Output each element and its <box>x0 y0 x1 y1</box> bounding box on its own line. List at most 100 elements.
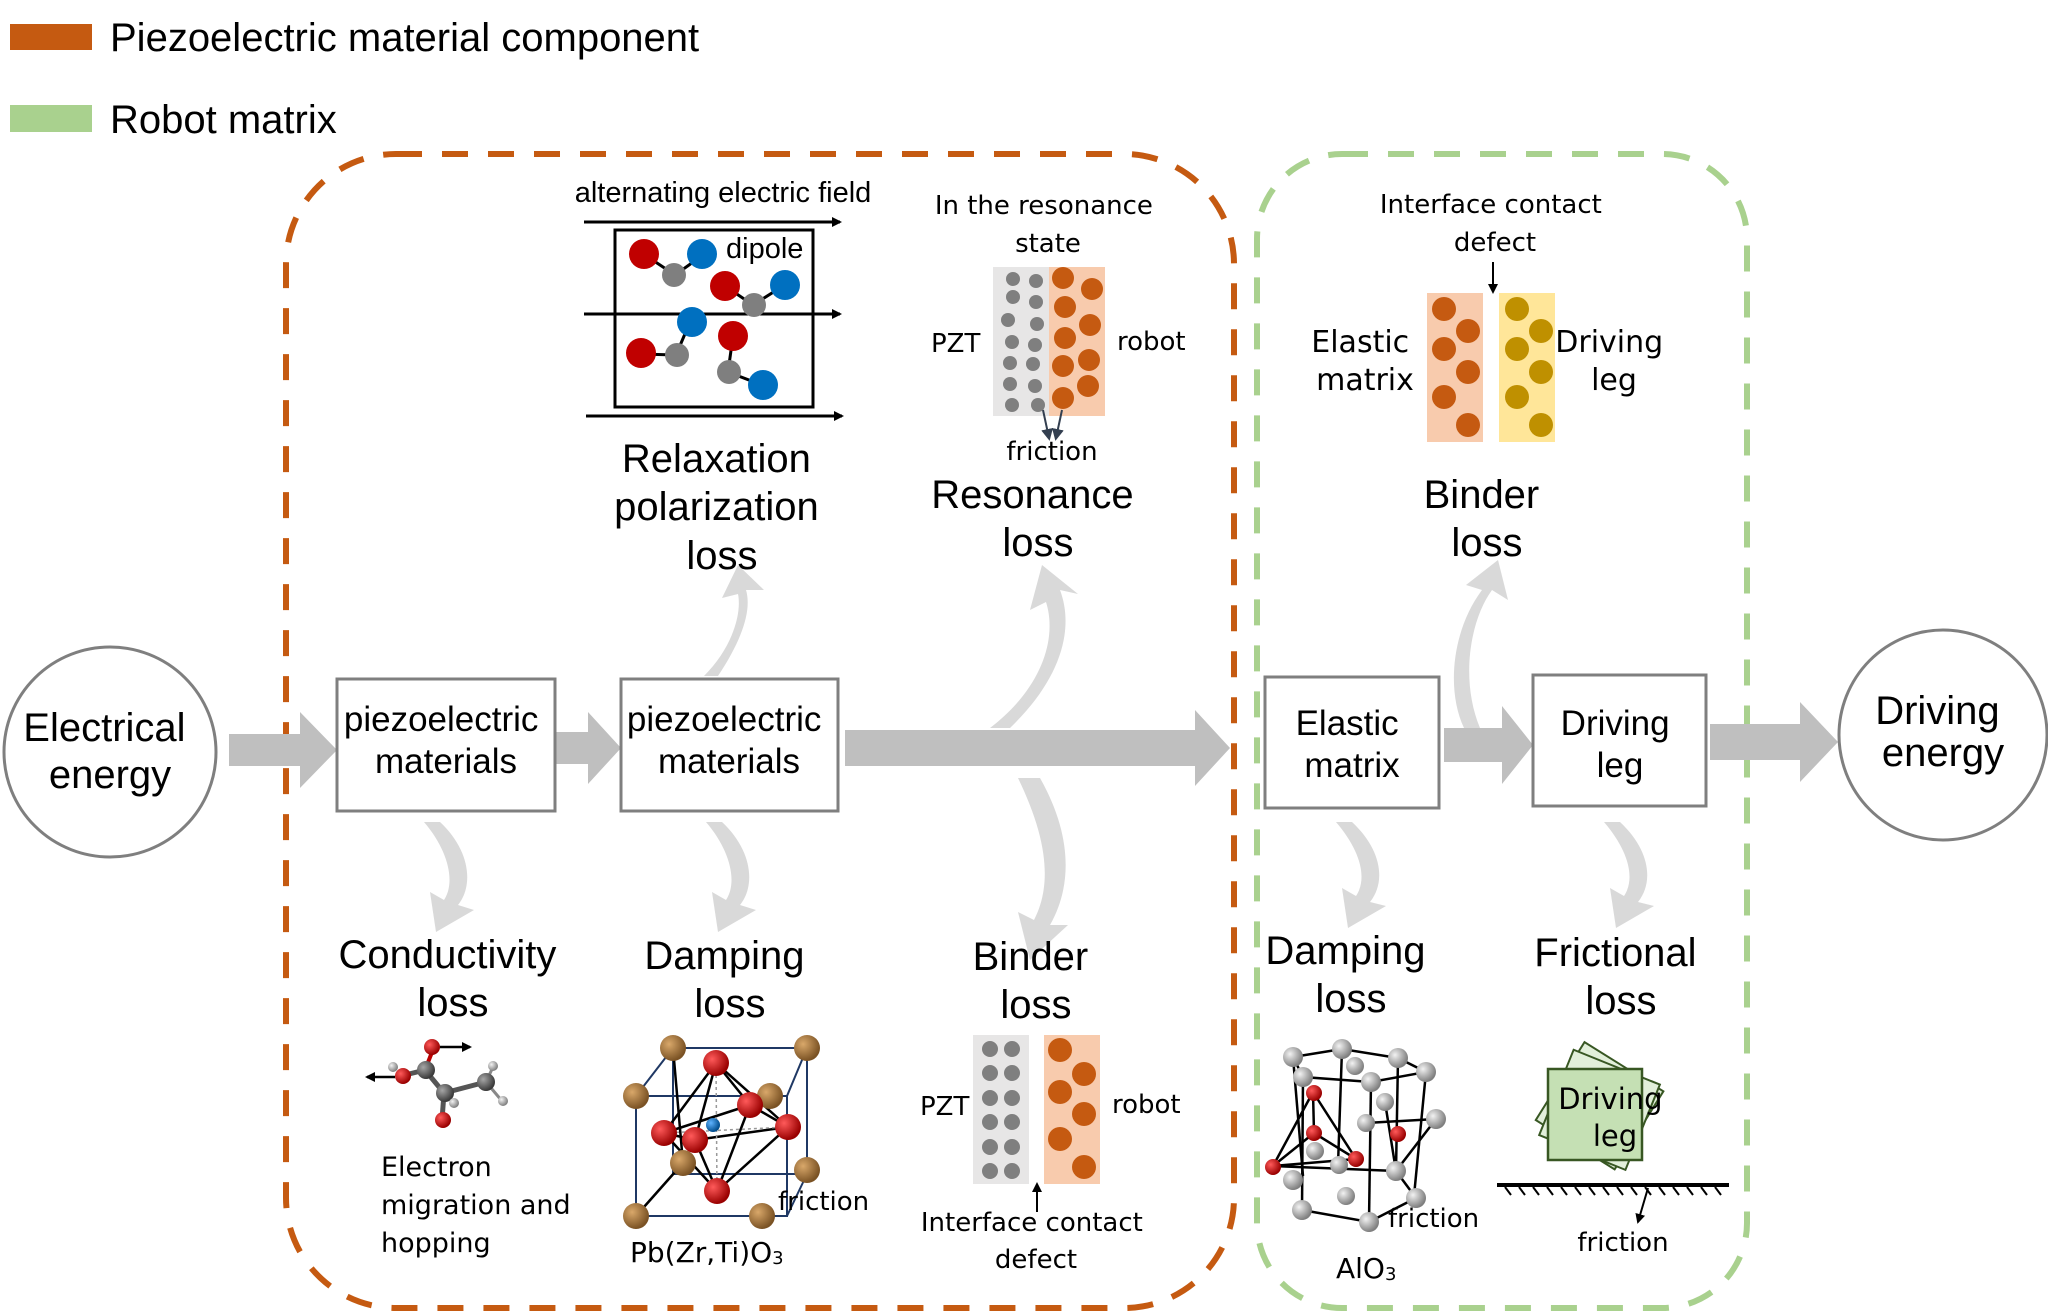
driving-leg-box <box>1531 673 1708 808</box>
dipole-atom-gray <box>662 263 686 287</box>
driving-energy-ellipse <box>1837 628 2048 842</box>
binder-bottom-pzt-panel <box>973 1035 1029 1184</box>
resonance-loss-title: Resonance loss <box>931 473 1145 565</box>
dipole-atom-gray <box>665 343 689 367</box>
frictional-loss-title: Frictional loss <box>1534 931 1707 1023</box>
al-atoms <box>1283 1039 1446 1232</box>
binder-bottom-pzt-label: PZT <box>920 1092 969 1122</box>
dipole-atom-gray <box>742 293 766 317</box>
loss-arrow-conductivity <box>424 822 474 932</box>
electrical-energy-label: Electrical energy <box>23 706 196 797</box>
flow-arrow-2 <box>556 712 621 784</box>
electrical-energy-ellipse <box>2 645 218 859</box>
loss-arrow-binder-top <box>1453 560 1508 728</box>
piezo-materials-1-label: piezoelectric materials <box>344 700 548 781</box>
resonance-pzt-label: PZT <box>931 329 980 359</box>
loss-arrow-damping-robot <box>1336 822 1386 928</box>
frictional-friction-label: friction <box>1577 1228 1668 1258</box>
node-driving-leg: Driving leg <box>1531 673 1708 808</box>
dipole-atom-red <box>626 338 656 368</box>
legend-item-piezo: Piezoelectric material component <box>10 16 699 60</box>
node-elastic-matrix: Elastic matrix <box>1263 675 1441 810</box>
binder-top-group: Interface contact defect Elastic matrix … <box>1311 190 1672 565</box>
dipole-atom-blue <box>770 270 800 300</box>
dipole-box <box>613 228 815 409</box>
flow-arrow-5 <box>1710 702 1838 782</box>
binder-top-leg-particles <box>1505 297 1553 437</box>
conductivity-loss-group: Conductivity loss Electron mi <box>339 933 579 1259</box>
binder-top-title: Binder loss <box>1424 473 1551 565</box>
binder-top-elastic-particles <box>1432 297 1480 437</box>
dipole-atom-red <box>718 321 748 351</box>
dipole-atom-blue <box>677 307 707 337</box>
driving-leg-label: Driving leg <box>1561 704 1680 785</box>
conductivity-caption: Electron migration and hopping <box>381 1152 579 1259</box>
damping-pzt-group: Damping loss <box>623 934 869 1269</box>
piezo-materials-1-box <box>335 677 557 813</box>
binder-bottom-group: Binder loss PZT robot Interface contact … <box>920 935 1181 1275</box>
elastic-matrix-label: Elastic matrix <box>1296 704 1409 785</box>
damping-robot-title: Damping loss <box>1265 929 1436 1021</box>
resonance-robot-label: robot <box>1117 327 1186 357</box>
legend-label-robot: Robot matrix <box>110 98 337 142</box>
loss-arrow-relaxation <box>704 565 764 676</box>
binder-bottom-robot-particles <box>1048 1038 1096 1179</box>
node-piezo-materials-2: piezoelectric materials <box>619 677 840 813</box>
binder-top-defect-label: Interface contact defect <box>1380 190 1610 258</box>
loss-arrows <box>424 560 1654 960</box>
friction-arrow <box>1635 1187 1649 1224</box>
ti-atom <box>706 1118 720 1132</box>
loss-arrow-damping-pzt <box>706 822 756 932</box>
loss-arrow-resonance <box>990 565 1078 728</box>
flow-arrow-3 <box>845 710 1230 786</box>
damping-pzt-friction-label: friction <box>778 1187 869 1217</box>
resonance-loss-group: In the resonance state PZT robot frictio… <box>931 191 1186 565</box>
loss-arrow-frictional <box>1604 822 1654 928</box>
dipole-atom-blue <box>748 370 778 400</box>
damping-pzt-title: Damping loss <box>644 934 815 1026</box>
ground-surface <box>1497 1183 1729 1196</box>
alo3-crystal <box>1265 1039 1446 1232</box>
piezo-materials-2-box <box>619 677 840 813</box>
dipole-label: dipole <box>726 233 803 265</box>
frictional-loss-group: Frictional loss Driving leg friction <box>1497 931 1729 1258</box>
binder-top-elastic-label: Elastic matrix <box>1311 325 1418 398</box>
node-driving-energy: Driving energy <box>1837 628 2048 842</box>
dipole-atom-red <box>710 271 740 301</box>
flow-arrows <box>229 702 1838 788</box>
legend-swatch-robot <box>10 105 92 132</box>
alo3-formula: AlO3 <box>1336 1252 1396 1285</box>
frictional-leg-block <box>1546 1067 1644 1162</box>
binder-bottom-defect-label: Interface contact defect <box>921 1208 1151 1275</box>
perovskite-crystal <box>623 1035 820 1229</box>
frictional-leg-label: Driving leg <box>1558 1082 1672 1153</box>
alternating-field-label: alternating electric field <box>575 177 872 209</box>
binder-bottom-pzt-particles <box>982 1041 1020 1179</box>
resonance-state-label: In the resonance state <box>935 191 1161 259</box>
relaxation-loss-title: Relaxation polarization loss <box>614 437 830 578</box>
binder-top-leg-label: Driving leg <box>1555 325 1672 398</box>
driving-energy-label: Driving energy <box>1875 689 2011 775</box>
node-electrical-energy: Electrical energy <box>2 645 218 859</box>
legend-item-robot: Robot matrix <box>10 98 337 142</box>
resonance-robot-particles <box>1052 267 1103 409</box>
elastic-matrix-box <box>1263 675 1441 810</box>
legend-swatch-piezo <box>10 24 92 50</box>
resonance-pzt-particles <box>1001 272 1045 412</box>
loss-arrow-binder-bottom <box>1018 778 1068 960</box>
binder-bottom-title: Binder loss <box>973 935 1100 1027</box>
pzt-formula: Pb(Zr,Ti)O3 <box>630 1236 784 1269</box>
node-piezo-materials-1: piezoelectric materials <box>335 677 557 813</box>
flow-arrow-4 <box>1444 706 1533 784</box>
conductivity-loss-title: Conductivity loss <box>339 933 568 1025</box>
dipole-atom-gray <box>717 360 741 384</box>
legend: Piezoelectric material component Robot m… <box>10 16 699 142</box>
relaxation-loss-group: alternating electric field dipole <box>575 177 872 578</box>
damping-robot-group: Damping loss <box>1265 929 1479 1285</box>
binder-bottom-robot-label: robot <box>1112 1090 1181 1120</box>
piezo-region-box <box>283 151 1237 1311</box>
legend-label-piezo: Piezoelectric material component <box>110 16 699 60</box>
piezo-materials-2-label: piezoelectric materials <box>627 700 831 781</box>
dipole-molecules <box>626 239 800 400</box>
